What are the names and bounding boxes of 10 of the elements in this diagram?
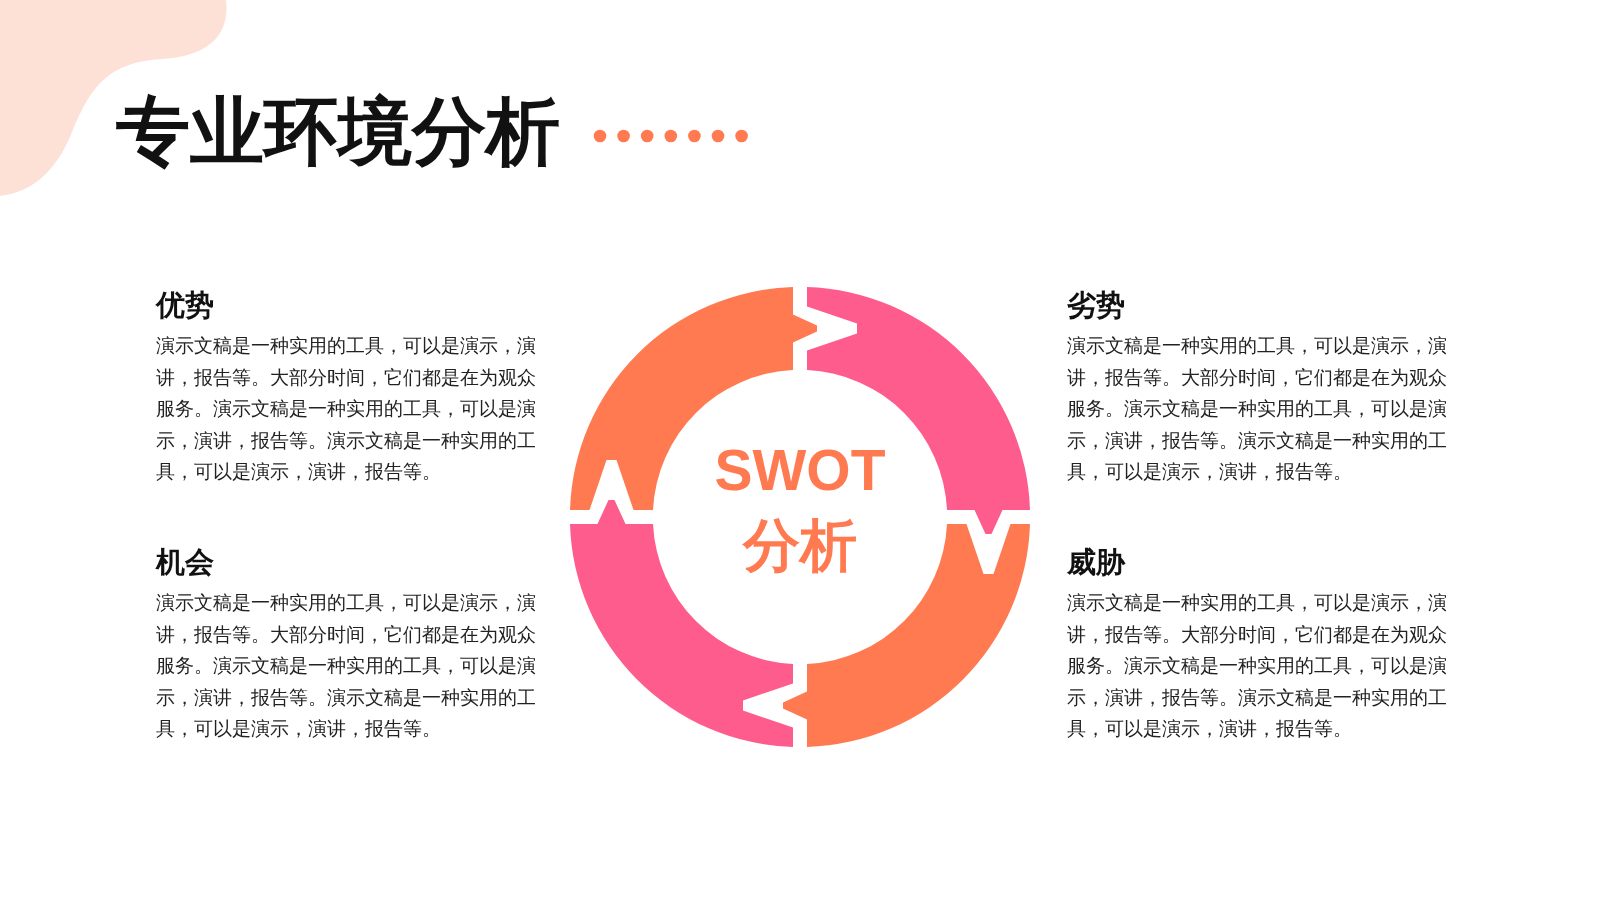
section-heading: 威胁 [1067, 545, 1125, 580]
section-body: 演示文稿是一种实用的工具，可以是演示，演讲，报告等。大部分时间，它们都是在为观众服务。演示文稿是一种实用的工具，可以是演示，演讲，报告等。演示文稿是一种实用的工具，可以是演示，演讲，报告等。 [156, 591, 537, 742]
section-body: 演示文稿是一种实用的工具，可以是演示，演讲，报告等。大部分时间，它们都是在为观众服务。演示文稿是一种实用的工具，可以是演示，演讲，报告等。演示文稿是一种实用的工具，可以是演示，演讲，报告等。 [156, 334, 537, 485]
section-body: 演示文稿是一种实用的工具，可以是演示，演讲，报告等。大部分时间，它们都是在为观众服务。演示文稿是一种实用的工具，可以是演示，演讲，报告等。演示文稿是一种实用的工具，可以是演示，演讲，报告等。 [1067, 591, 1448, 742]
section-heading: 劣势 [1067, 288, 1125, 323]
center-title: SWOT 分析 [700, 433, 900, 583]
section-heading: 优势 [156, 288, 214, 323]
section-body: 演示文稿是一种实用的工具，可以是演示，演讲，报告等。大部分时间，它们都是在为观众服务。演示文稿是一种实用的工具，可以是演示，演讲，报告等。演示文稿是一种实用的工具，可以是演示，演讲，报告等。 [1067, 334, 1448, 485]
section-heading: 机会 [156, 545, 214, 580]
page-title: 专业环境分析 [116, 95, 560, 169]
